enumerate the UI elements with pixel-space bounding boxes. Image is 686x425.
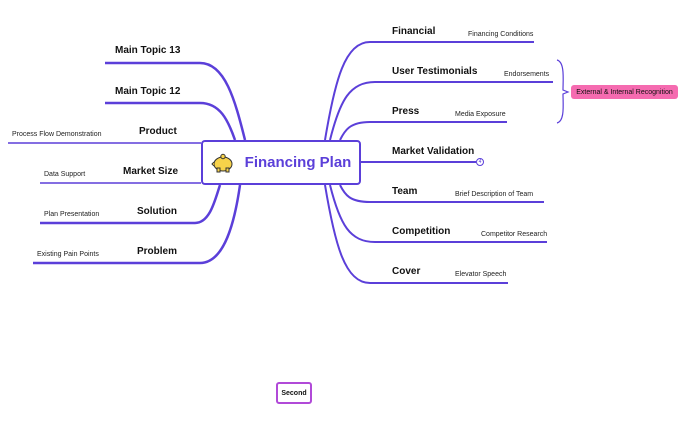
subtopic-media-exposure[interactable]: Media Exposure (455, 111, 506, 118)
subtopic-competitor-research[interactable]: Competitor Research (481, 231, 548, 238)
branch-solution (40, 184, 222, 225)
subtopic-financing-conditions[interactable]: Financing Conditions (468, 31, 534, 38)
branch-problem (33, 184, 242, 265)
branch-main-topic-12 (105, 101, 237, 141)
summary-label[interactable]: External & Internal Recognition (571, 85, 678, 99)
subtopic-elevator-speech[interactable]: Elevator Speech (455, 271, 507, 278)
topic-market-size[interactable]: Market Size (123, 166, 179, 177)
topic-problem[interactable]: Problem (137, 246, 178, 257)
topic-product[interactable]: Product (139, 126, 177, 137)
topic-financial[interactable]: Financial (392, 26, 436, 37)
floating-topic-second[interactable]: Second (276, 382, 312, 404)
topic-main-topic-13[interactable]: Main Topic 13 (115, 45, 181, 56)
branch-cover (324, 184, 508, 284)
branch-press (339, 121, 507, 141)
branch-financial (324, 41, 534, 141)
topic-main-topic-12[interactable]: Main Topic 12 (115, 86, 181, 97)
collapsed-count-badge[interactable]: 4 (476, 158, 484, 166)
subtopic-data-support[interactable]: Data Support (44, 171, 86, 178)
subtopic-process-flow[interactable]: Process Flow Demonstration (12, 131, 102, 138)
central-topic-title: Financing Plan (244, 154, 352, 171)
summary-brace (556, 59, 570, 124)
subtopic-existing-pain-points[interactable]: Existing Pain Points (37, 251, 99, 258)
topic-solution[interactable]: Solution (137, 206, 177, 217)
piggy-bank-icon (210, 153, 233, 172)
subtopic-endorsements[interactable]: Endorsements (504, 71, 550, 78)
topic-competition[interactable]: Competition (392, 226, 451, 237)
topic-market-validation[interactable]: Market Validation (392, 146, 475, 157)
central-topic[interactable]: Financing Plan (201, 140, 361, 185)
topic-team[interactable]: Team (392, 186, 418, 197)
topic-press[interactable]: Press (392, 106, 420, 117)
subtopic-plan-presentation[interactable]: Plan Presentation (44, 211, 100, 218)
topic-cover[interactable]: Cover (392, 266, 421, 277)
subtopic-team-description[interactable]: Brief Description of Team (455, 191, 534, 198)
branch-user-testimonials (329, 81, 553, 141)
branch-team (339, 184, 544, 203)
branch-competition (329, 184, 547, 243)
topic-user-testimonials[interactable]: User Testimonials (392, 66, 478, 77)
branch-main-topic-13 (105, 61, 247, 141)
